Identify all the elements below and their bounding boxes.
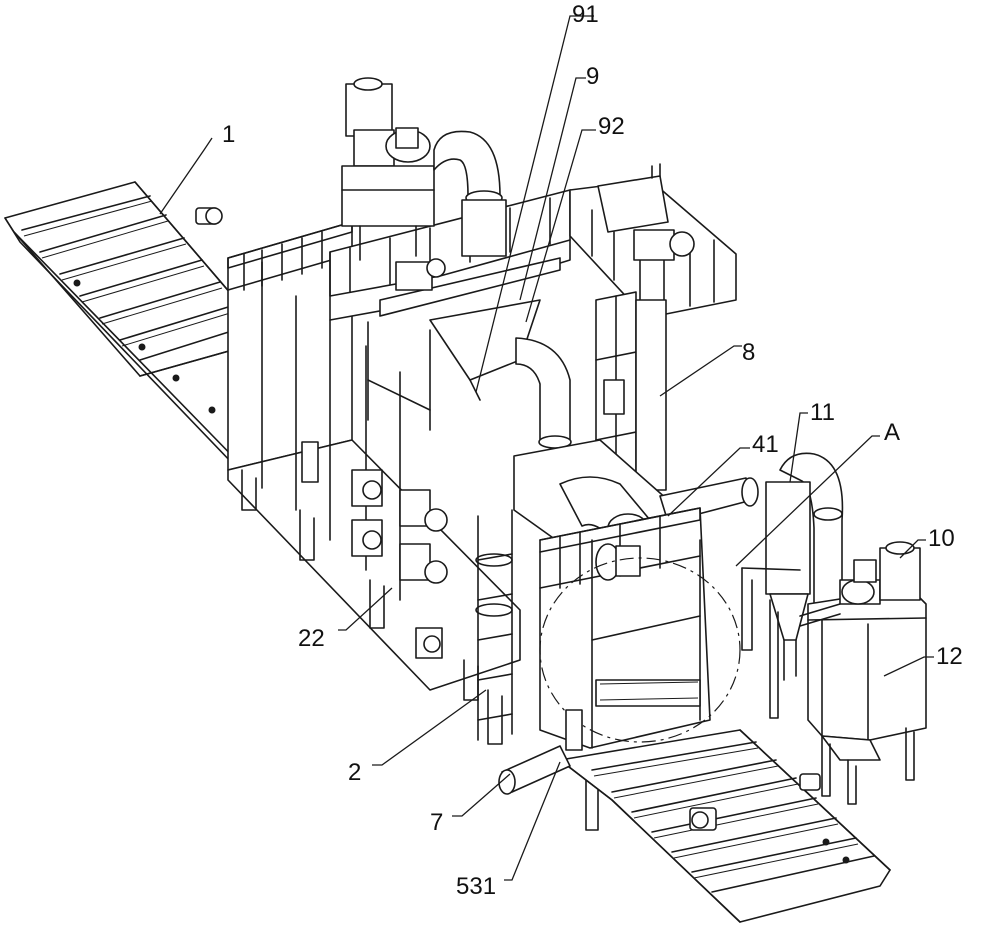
separator-pipe (516, 338, 571, 448)
label-7: 7 (430, 809, 443, 836)
label-12: 12 (936, 643, 963, 670)
label-91: 91 (572, 1, 599, 28)
label-41: 41 (752, 431, 779, 458)
label-a: A (884, 419, 900, 446)
label-531: 531 (456, 873, 496, 900)
label-8: 8 (742, 339, 755, 366)
right-top-platform (570, 164, 736, 318)
label-1: 1 (222, 121, 235, 148)
label-9: 9 (586, 63, 599, 90)
label-2: 2 (348, 759, 361, 786)
label-92: 92 (598, 113, 625, 140)
label-10: 10 (928, 525, 955, 552)
label-22: 22 (298, 625, 325, 652)
label-11: 11 (810, 399, 835, 426)
